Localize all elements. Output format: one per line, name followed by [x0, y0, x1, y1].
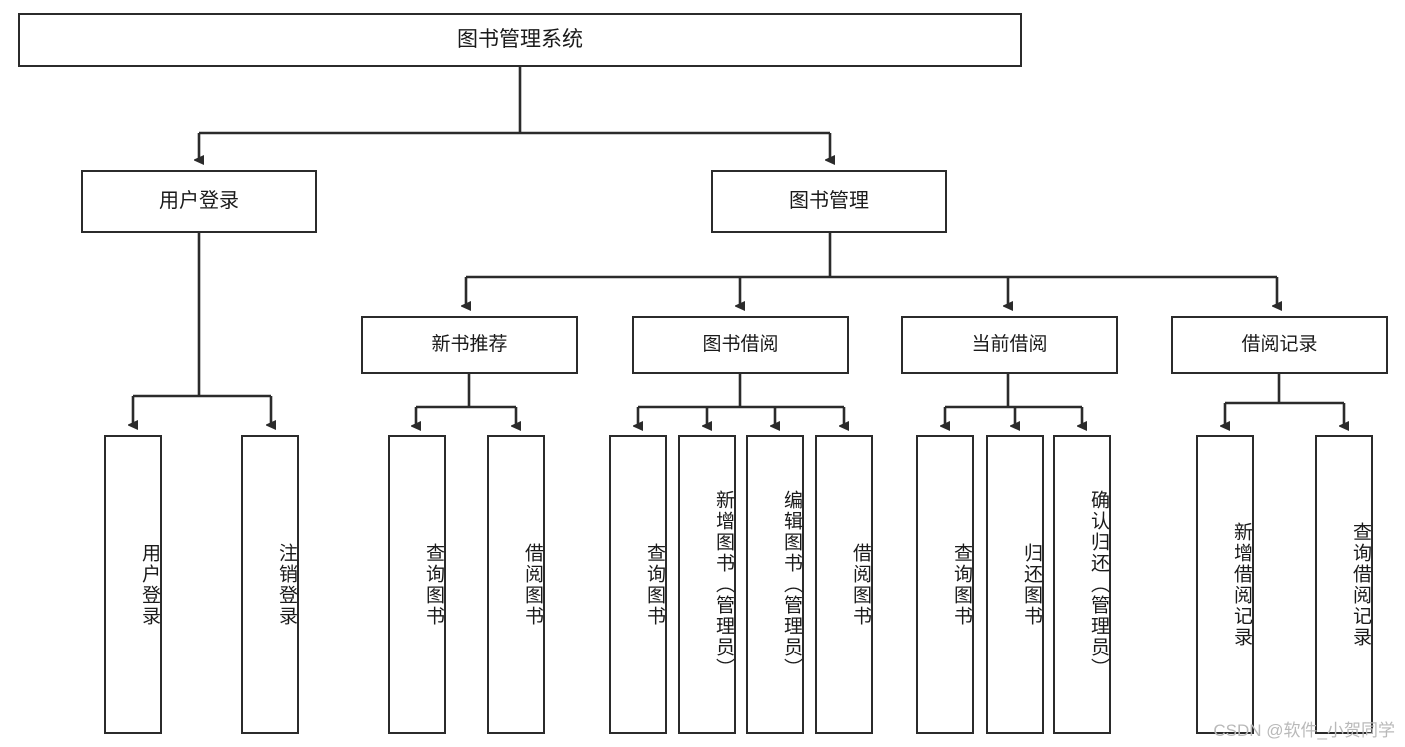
leaf-new-book-borrow[interactable]: 借阅图书	[487, 435, 545, 734]
leaf-borrow-record-add-label: 新增借阅记录	[1231, 521, 1252, 648]
node-current-borrow[interactable]: 当前借阅	[901, 316, 1118, 374]
watermark: CSDN @软件_小贺同学	[1213, 721, 1395, 740]
leaf-book-borrow-borrow-label: 借阅图书	[850, 542, 871, 627]
leaf-book-borrow-borrow[interactable]: 借阅图书	[815, 435, 873, 734]
leaf-current-borrow-confirm-label: 确认归还（管理员）	[1088, 490, 1109, 679]
leaf-user-login-login-label: 用户登录	[139, 542, 160, 627]
leaf-current-borrow-return[interactable]: 归还图书	[986, 435, 1044, 734]
leaf-current-borrow-return-label: 归还图书	[1021, 542, 1042, 627]
leaf-book-borrow-add-label: 新增图书（管理员）	[713, 490, 734, 679]
leaf-borrow-record-query-label: 查询借阅记录	[1350, 521, 1371, 648]
leaf-current-borrow-query-label: 查询图书	[951, 542, 972, 627]
leaf-user-login-login[interactable]: 用户登录	[104, 435, 162, 734]
leaf-new-book-borrow-label: 借阅图书	[522, 542, 543, 627]
node-book-management-label: 图书管理	[789, 190, 869, 212]
node-borrow-record[interactable]: 借阅记录	[1171, 316, 1388, 374]
leaf-user-login-logout-label: 注销登录	[276, 542, 297, 627]
leaf-new-book-query-label: 查询图书	[423, 542, 444, 627]
leaf-borrow-record-add[interactable]: 新增借阅记录	[1196, 435, 1254, 734]
leaf-book-borrow-edit-label: 编辑图书（管理员）	[781, 490, 802, 679]
node-book-management[interactable]: 图书管理	[711, 170, 947, 233]
leaf-book-borrow-add[interactable]: 新增图书（管理员）	[678, 435, 736, 734]
leaf-book-borrow-query[interactable]: 查询图书	[609, 435, 667, 734]
node-new-book-recommend[interactable]: 新书推荐	[361, 316, 578, 374]
node-user-login-label: 用户登录	[159, 190, 239, 212]
node-book-borrow-label: 图书借阅	[702, 334, 779, 356]
leaf-current-borrow-confirm[interactable]: 确认归还（管理员）	[1053, 435, 1111, 734]
node-book-borrow[interactable]: 图书借阅	[632, 316, 849, 374]
node-root[interactable]: 图书管理系统	[18, 13, 1022, 67]
leaf-new-book-query[interactable]: 查询图书	[388, 435, 446, 734]
node-new-book-recommend-label: 新书推荐	[431, 334, 508, 356]
leaf-book-borrow-edit[interactable]: 编辑图书（管理员）	[746, 435, 804, 734]
leaf-current-borrow-query[interactable]: 查询图书	[916, 435, 974, 734]
node-root-label: 图书管理系统	[457, 27, 583, 51]
leaf-book-borrow-query-label: 查询图书	[644, 542, 665, 627]
leaf-user-login-logout[interactable]: 注销登录	[241, 435, 299, 734]
node-user-login[interactable]: 用户登录	[81, 170, 317, 233]
node-current-borrow-label: 当前借阅	[971, 334, 1048, 356]
leaf-borrow-record-query[interactable]: 查询借阅记录	[1315, 435, 1373, 734]
node-borrow-record-label: 借阅记录	[1241, 334, 1318, 356]
